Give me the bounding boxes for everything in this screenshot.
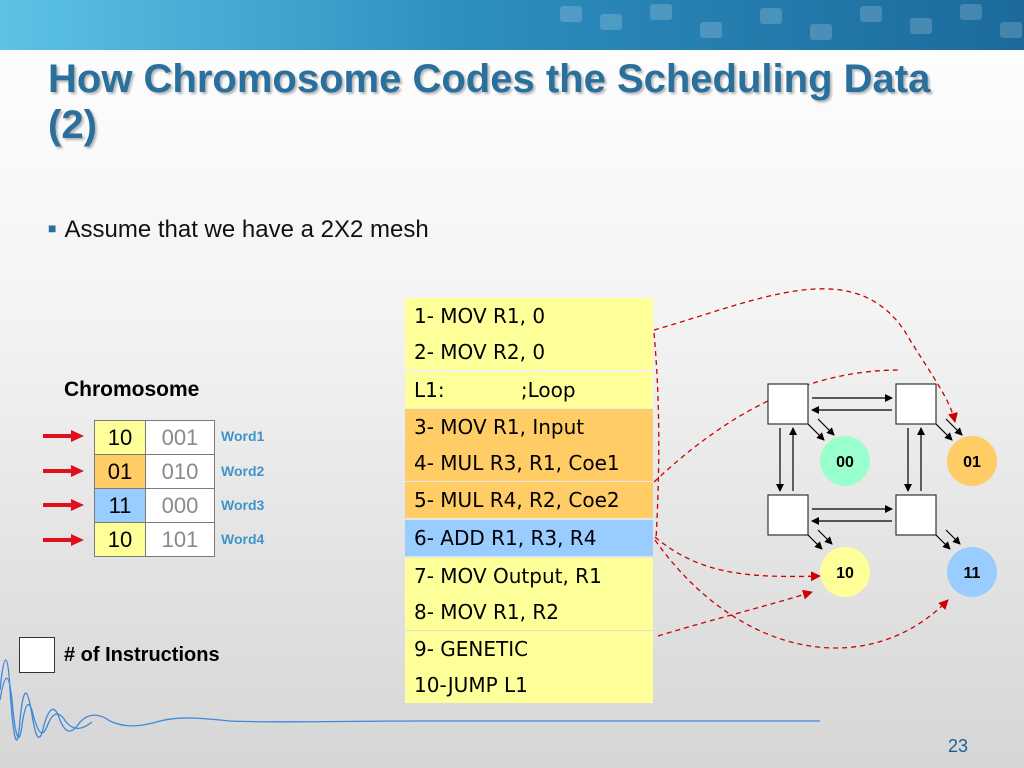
banner-decoration bbox=[650, 4, 672, 20]
chromosome-label: Chromosome bbox=[64, 378, 200, 401]
chromosome-table: 10 001 01 010 11 000 10 101 bbox=[94, 420, 215, 557]
bullet-item: ■ Assume that we have a 2X2 mesh bbox=[48, 216, 429, 244]
mesh-nodes: 00 01 10 11 bbox=[820, 436, 997, 597]
link-arrow bbox=[935, 534, 951, 550]
node-circle-10 bbox=[820, 547, 870, 597]
banner-decoration bbox=[810, 24, 832, 40]
link-arrow bbox=[807, 423, 825, 441]
red-arrow-icon bbox=[43, 430, 85, 442]
word-label: Word4 bbox=[221, 531, 265, 547]
node-code-cell: 10 bbox=[94, 420, 146, 455]
node-circle-11 bbox=[947, 547, 997, 597]
instruction-count-cell: 001 bbox=[145, 420, 215, 455]
dashed-connector bbox=[654, 539, 949, 649]
node-circle-00 bbox=[820, 436, 870, 486]
link-arrow bbox=[935, 423, 953, 441]
link-arrow bbox=[817, 418, 835, 436]
router-box bbox=[895, 494, 937, 536]
mesh-links bbox=[776, 394, 963, 550]
node-code-cell: 10 bbox=[94, 522, 146, 557]
node-code-cell: 01 bbox=[94, 454, 146, 489]
banner-decoration bbox=[700, 22, 722, 38]
link-arrow bbox=[817, 529, 833, 545]
link-arrow bbox=[945, 529, 961, 545]
dashed-connector bbox=[653, 332, 660, 541]
code-line: 3- MOV R1, Input bbox=[405, 409, 653, 445]
code-line: 2- MOV R2, 0 bbox=[405, 334, 653, 370]
waveform-decoration bbox=[0, 659, 820, 741]
square-bullet-icon: ■ bbox=[48, 220, 57, 236]
code-line: 9- GENETIC bbox=[405, 631, 653, 667]
banner-decoration bbox=[910, 18, 932, 34]
node-label: 10 bbox=[836, 565, 854, 582]
instruction-count-cell: 010 bbox=[145, 454, 215, 489]
dashed-connector bbox=[653, 288, 958, 423]
dashed-connector bbox=[653, 369, 901, 483]
code-line: 4- MUL R3, R1, Coe1 bbox=[405, 445, 653, 481]
banner-decoration bbox=[860, 6, 882, 22]
router-box bbox=[767, 494, 809, 536]
page-number: 23 bbox=[948, 736, 969, 756]
dashed-connector bbox=[654, 536, 821, 582]
code-line: 5- MUL R4, R2, Coe2 bbox=[405, 482, 653, 518]
instruction-count-cell: 000 bbox=[145, 488, 215, 523]
word-label: Word3 bbox=[221, 497, 265, 513]
red-dashed-connectors bbox=[653, 288, 958, 649]
banner-decoration bbox=[1000, 22, 1022, 38]
dashed-connector bbox=[657, 589, 813, 637]
legend-swatch bbox=[19, 637, 55, 673]
node-circle-01 bbox=[947, 436, 997, 486]
code-line: 7- MOV Output, R1 bbox=[405, 558, 653, 594]
slide-title: How Chromosome Codes the Scheduling Data… bbox=[48, 57, 931, 147]
chromosome-row: 01 010 bbox=[94, 454, 215, 489]
router-box bbox=[895, 383, 937, 425]
chromosome-row: 10 101 bbox=[94, 522, 215, 557]
router-box bbox=[767, 383, 809, 425]
banner-decoration bbox=[560, 6, 582, 22]
link-arrow bbox=[945, 418, 963, 436]
instruction-count-cell: 101 bbox=[145, 522, 215, 557]
legend-label: # of Instructions bbox=[64, 644, 220, 666]
code-line: L1: ;Loop bbox=[405, 372, 653, 408]
chromosome-row: 10 001 bbox=[94, 420, 215, 455]
banner-decoration bbox=[600, 14, 622, 30]
node-label: 01 bbox=[963, 454, 981, 471]
red-arrow-icon bbox=[43, 465, 85, 477]
top-banner bbox=[0, 0, 1024, 50]
red-arrow-icon bbox=[43, 499, 85, 511]
red-arrow-icon bbox=[43, 534, 85, 546]
node-label: 11 bbox=[964, 565, 981, 582]
chromosome-row: 11 000 bbox=[94, 488, 215, 523]
word-label: Word2 bbox=[221, 463, 265, 479]
link-arrow bbox=[807, 534, 823, 550]
code-line: 1- MOV R1, 0 bbox=[405, 298, 653, 334]
banner-decoration bbox=[960, 4, 982, 20]
banner-decoration bbox=[760, 8, 782, 24]
code-line: 8- MOV R1, R2 bbox=[405, 594, 653, 630]
word-label: Word1 bbox=[221, 428, 265, 444]
bullet-text: Assume that we have a 2X2 mesh bbox=[64, 216, 429, 243]
code-line: 6- ADD R1, R3, R4 bbox=[405, 520, 653, 556]
code-line: 10-JUMP L1 bbox=[405, 667, 653, 703]
node-label: 00 bbox=[836, 454, 854, 471]
